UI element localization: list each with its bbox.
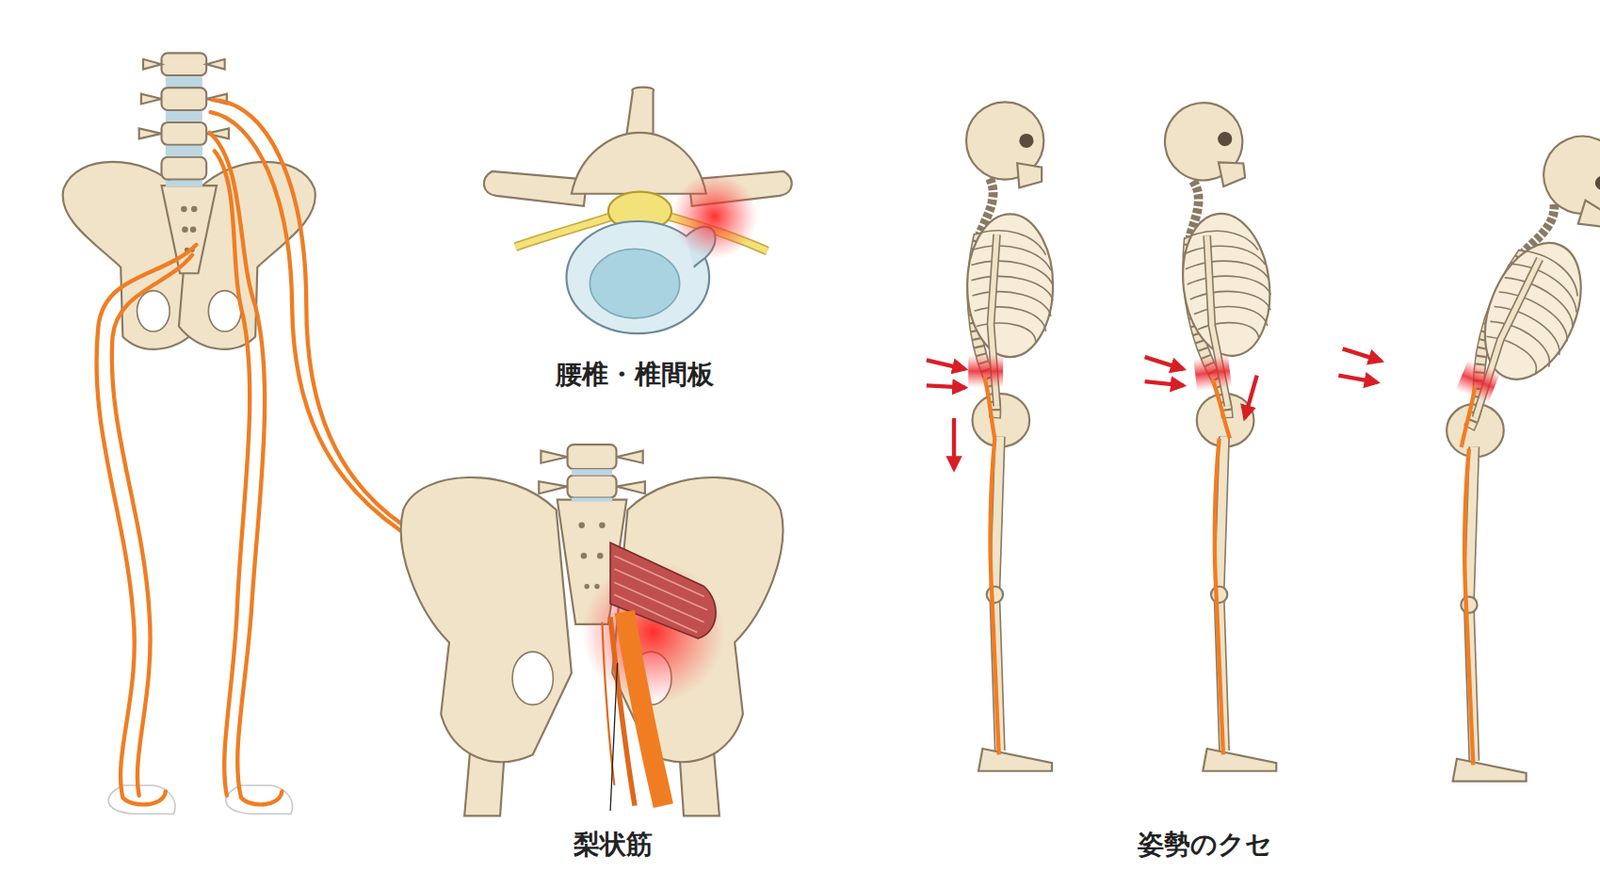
back-view-figure-part — [161, 52, 208, 76]
posture-skeletons-part — [1244, 375, 1258, 419]
posture-skeletons-part — [1160, 96, 1288, 771]
vertebra-section-part — [484, 171, 587, 207]
pelvis-piriformis-part — [598, 522, 605, 529]
posture-skeletons-part — [966, 101, 1053, 771]
pelvis-piriformis-part — [581, 552, 587, 559]
posture-skeletons-part — [952, 418, 956, 469]
posture-skeletons-part — [972, 393, 1052, 772]
vertebra-section-part — [589, 248, 679, 319]
back-view-figure-part — [181, 226, 188, 232]
back-view-figure-part — [212, 99, 405, 526]
back-view-figure-part — [161, 157, 208, 180]
posture-skeletons-part — [926, 359, 966, 370]
back-view-figure-part — [96, 244, 196, 805]
back-view-figure-part — [214, 150, 250, 795]
posture-skeletons-part — [1446, 404, 1526, 782]
posture-skeletons-part — [926, 348, 1382, 469]
pelvis-piriformis-part — [578, 522, 584, 529]
pelvis-piriformis-part — [401, 477, 572, 762]
pelvis-piriformis-part — [571, 498, 613, 502]
pelvis-piriformis-part — [567, 475, 617, 499]
posture-skeletons-part — [1160, 96, 1288, 442]
back-view-figure-part — [137, 290, 171, 332]
back-view-figure-part — [180, 206, 187, 212]
vertebra-section — [484, 87, 792, 335]
back-view-figure-part — [161, 122, 208, 146]
posture-skeletons-part — [1435, 124, 1600, 781]
back-view-figure-part — [165, 180, 203, 187]
back-view-figure-part — [165, 111, 203, 122]
back-view-figure-part — [209, 132, 282, 806]
posture-skeletons-part — [1145, 381, 1184, 386]
posture-skeletons-part — [1435, 124, 1600, 469]
posture-skeletons-part — [1338, 375, 1377, 384]
back-view-figure-part — [165, 76, 203, 187]
back-view-figure-part — [112, 255, 193, 796]
posture-skeletons — [926, 96, 1600, 781]
pelvis-piriformis-part — [578, 522, 605, 590]
vertebra-section-part — [626, 87, 654, 135]
posture-skeletons-part — [1160, 96, 1288, 442]
pelvis-piriformis-part — [512, 651, 553, 705]
back-view-figure-part — [208, 290, 242, 332]
back-view-figure-part — [161, 87, 208, 111]
back-view-figure-part — [210, 112, 401, 531]
pelvis-piriformis-part — [538, 451, 646, 494]
back-view-figure-part — [165, 145, 203, 157]
pelvis-piriformis-part — [571, 468, 613, 475]
pelvis-piriformis-part — [567, 444, 617, 469]
posture-skeletons-part — [1196, 393, 1277, 772]
pelvis-piriformis — [401, 444, 784, 816]
back-view-figure-part — [190, 226, 196, 232]
back-view-figure-part — [165, 76, 203, 87]
figure-label: 姿勢のクセ — [1137, 828, 1273, 861]
vertebra-section-part — [671, 173, 758, 259]
posture-skeletons-part — [1435, 124, 1600, 469]
back-view-figure-part — [96, 99, 404, 805]
pelvis-piriformis-part — [610, 662, 618, 811]
pelvis-piriformis-part — [401, 444, 784, 816]
posture-skeletons-part — [1145, 356, 1184, 370]
back-view-figure — [63, 52, 405, 814]
posture-skeletons-part — [966, 101, 1053, 438]
figure-label: 梨状筋 — [573, 828, 653, 861]
posture-skeletons-part — [926, 385, 966, 388]
back-view-figure-part — [191, 206, 197, 212]
figure-label: 腰椎・椎間板 — [555, 358, 714, 391]
posture-skeletons-part — [1342, 348, 1382, 361]
pelvis-piriformis-part — [583, 583, 589, 589]
pelvis-piriformis-part — [597, 552, 603, 559]
